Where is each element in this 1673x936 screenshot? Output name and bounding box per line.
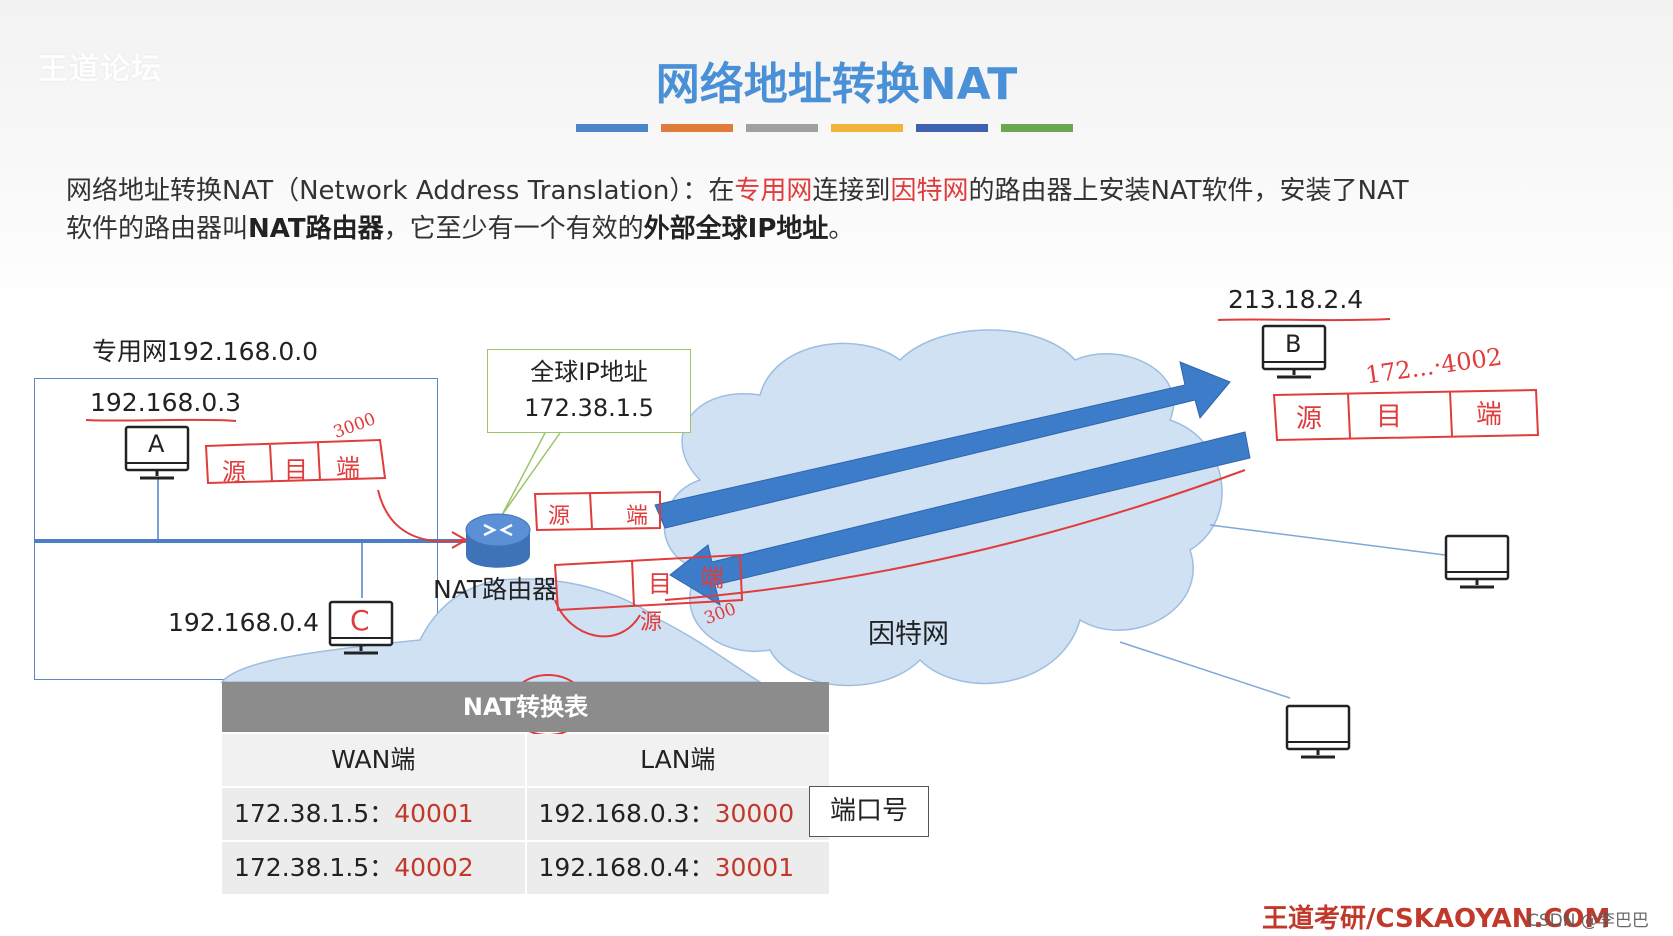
- footer-brand: 王道考研/CSKAOYAN.COM: [1262, 904, 1611, 934]
- desc-nat-router: NAT路由器: [248, 214, 384, 244]
- host-a-name: A: [148, 430, 165, 458]
- annotation-router-src: 源: [548, 504, 571, 529]
- table-row: 172.38.1.5：40001 192.168.0.3：30000: [222, 788, 829, 840]
- color-bar-segment: [831, 124, 903, 132]
- port-number-label: 端口号: [809, 786, 929, 837]
- desc-text: 网络地址转换NAT（Network Address Translation）：在: [66, 176, 735, 206]
- color-bar-segment: [576, 124, 648, 132]
- host-a-computer-icon: [124, 425, 190, 480]
- csdn-watermark: CSDN @李巴巴: [1527, 911, 1649, 931]
- annotation-a-dst: 目: [284, 456, 308, 484]
- host-c-computer-icon: [328, 600, 394, 655]
- link-host-right: [1209, 524, 1446, 556]
- host-b-computer-icon: [1261, 324, 1327, 379]
- annotation-router-port: 端: [626, 504, 649, 529]
- host-a-ip: 192.168.0.3: [90, 388, 242, 417]
- wan-ip: 172.38.1.5：: [234, 853, 395, 882]
- callout-ip: 172.38.1.5: [524, 394, 654, 422]
- external-host-computer-icon: [1285, 704, 1351, 759]
- wan-ip: 172.38.1.5：: [234, 799, 395, 828]
- annotation-a-src: 源: [222, 458, 246, 486]
- column-header-wan: WAN端: [222, 734, 527, 786]
- host-b-ip: 213.18.2.4: [1228, 285, 1364, 314]
- annotation-b-src: 源: [1296, 404, 1323, 434]
- color-bar-segment: [746, 124, 818, 132]
- lan-ip: 192.168.0.4：: [538, 853, 715, 882]
- lan-port: 30001: [714, 853, 795, 882]
- lan-cell: 192.168.0.4：30001: [527, 842, 830, 894]
- wan-cell: 172.38.1.5：40002: [222, 842, 527, 894]
- internet-label: 因特网: [868, 619, 949, 650]
- annotation-return-dst: 目: [648, 570, 672, 598]
- desc-private-network: 专用网: [734, 176, 813, 206]
- external-host-computer-icon: [1444, 534, 1510, 589]
- outgoing-arrow: [654, 361, 1231, 529]
- slide-title: 网络地址转换NAT: [655, 59, 1018, 110]
- table-row: 172.38.1.5：40002 192.168.0.4：30001: [222, 842, 829, 894]
- nat-router-label: NAT路由器: [433, 575, 558, 604]
- desc-text: 软件的路由器叫: [66, 214, 249, 244]
- desc-text: 连接到: [812, 176, 891, 206]
- color-bar-segment: [916, 124, 988, 132]
- annotation-b-port: 端: [1476, 400, 1503, 430]
- desc-text: ，它至少有一个有效的: [383, 214, 644, 244]
- lan-ip: 192.168.0.3：: [538, 799, 715, 828]
- column-header-lan: LAN端: [640, 745, 716, 774]
- forum-watermark: 王道论坛: [38, 52, 162, 87]
- host-c-ip: 192.168.0.4: [168, 608, 320, 637]
- color-bar-segment: [1001, 124, 1073, 132]
- wan-port: 40001: [394, 799, 474, 828]
- global-ip-callout: 全球IP地址 172.38.1.5: [487, 349, 691, 433]
- lan-cell: 192.168.0.3：30000: [527, 788, 830, 840]
- desc-text: 。: [828, 214, 855, 244]
- wan-port: 40002: [394, 853, 474, 882]
- table-title: NAT转换表: [222, 682, 829, 732]
- desc-global-ip: 外部全球IP地址: [643, 214, 829, 244]
- private-network-label: 专用网192.168.0.0: [92, 337, 319, 366]
- desc-text: 的路由器上安装NAT软件，安装了NAT: [968, 176, 1409, 206]
- desc-internet: 因特网: [890, 176, 969, 206]
- lan-port: 30000: [714, 799, 795, 828]
- annotation-return-src: 源: [640, 610, 663, 635]
- link-host-bottom: [1119, 641, 1291, 699]
- lan-cloud-shape: [220, 578, 763, 683]
- callout-title: 全球IP地址: [530, 358, 648, 386]
- nat-description: 网络地址转换NAT（Network Address Translation）：在…: [66, 172, 1626, 248]
- wan-cell: 172.38.1.5：40001: [222, 788, 527, 840]
- nat-router-icon: [465, 513, 531, 568]
- nat-translation-table: NAT转换表 WAN端 LAN端 172.38.1.5：40001 192.16…: [222, 682, 829, 894]
- incoming-arrow: [669, 431, 1251, 607]
- annotation-a-port: 端: [336, 454, 360, 482]
- annotation-return-port: 端: [700, 564, 724, 592]
- annotation-b-dst: 目: [1376, 402, 1403, 432]
- color-bar-segment: [661, 124, 733, 132]
- host-b-name: B: [1285, 330, 1302, 358]
- host-c-name: C: [350, 604, 370, 637]
- table-header-row: WAN端 LAN端: [222, 734, 829, 786]
